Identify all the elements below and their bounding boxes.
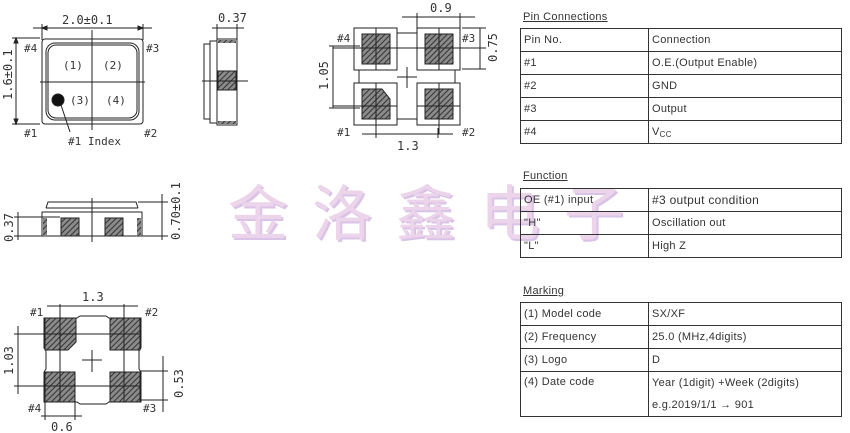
fp-pin-label-2: #2 bbox=[462, 126, 475, 139]
bv-pin-label-4: #4 bbox=[28, 402, 42, 415]
side-view-front bbox=[14, 194, 168, 242]
top-height-dim: 1.6±0.1 bbox=[1, 49, 15, 100]
table-row: #3 Output bbox=[520, 97, 842, 121]
footprint-labels: 0.9 0.75 1.05 1.3 #1 #2 #3 #4 bbox=[317, 1, 500, 153]
footprint-pitch-v-dim: 1.05 bbox=[317, 61, 331, 90]
header-pin-no: Pin No. bbox=[520, 28, 649, 52]
table-header-row: OE (#1) input #3 output condition bbox=[520, 188, 842, 212]
pin-connections-table: Pin No. Connection #1 O.E.(Output Enable… bbox=[520, 28, 842, 144]
table-row: (1) Model code SX/XF bbox=[520, 302, 842, 326]
side-view-right bbox=[202, 24, 248, 126]
quadrant-label-3: (3) bbox=[70, 94, 90, 107]
quadrant-label-2: (2) bbox=[103, 59, 123, 72]
bottom-pad-h-dim: 0.53 bbox=[172, 369, 186, 398]
footprint-width-dim: 0.9 bbox=[430, 1, 452, 15]
table-row: #4 VCC bbox=[520, 120, 842, 144]
fp-pin-label-3: #3 bbox=[462, 32, 475, 45]
table-row: "L" High Z bbox=[520, 234, 842, 258]
table-row: #1 O.E.(Output Enable) bbox=[520, 51, 842, 75]
quadrant-label-1: (1) bbox=[63, 59, 83, 72]
footprint-view bbox=[329, 13, 486, 138]
bottom-pitch-v-dim: 1.03 bbox=[2, 346, 16, 375]
pin-label-1: #1 bbox=[24, 127, 37, 140]
pin-label-4: #4 bbox=[24, 42, 38, 55]
front-height-dim: 0.70±0.1 bbox=[169, 182, 183, 240]
marking-table: (1) Model code SX/XF (2) Frequency 25.0 … bbox=[520, 302, 842, 417]
table-row: (3) Logo D bbox=[520, 348, 842, 372]
table-row: #2 GND bbox=[520, 74, 842, 98]
side-thickness-dim: 0.37 bbox=[218, 11, 247, 25]
pin-label-3: #3 bbox=[146, 42, 159, 55]
vcc-cell: VCC bbox=[648, 120, 842, 144]
index-label: #1 Index bbox=[68, 135, 121, 148]
bottom-view bbox=[14, 304, 168, 420]
front-left-dim: 0.37 bbox=[2, 213, 16, 242]
bottom-view-labels: 1.3 1.03 0.53 0.6 #1 #2 #3 #4 bbox=[2, 290, 186, 433]
function-title: Function bbox=[523, 170, 568, 182]
pin-connections-title: Pin Connections bbox=[523, 11, 608, 23]
header-output-condition: #3 output condition bbox=[648, 188, 842, 212]
quadrant-label-4: (4) bbox=[106, 94, 126, 107]
table-row: "H" Oscillation out bbox=[520, 211, 842, 235]
function-table: OE (#1) input #3 output condition "H" Os… bbox=[520, 188, 842, 258]
header-connection: Connection bbox=[648, 28, 842, 52]
marking-title: Marking bbox=[523, 285, 565, 297]
top-width-dim: 2.0±0.1 bbox=[62, 13, 113, 27]
bv-pin-label-3: #3 bbox=[143, 402, 156, 415]
pin-label-2: #2 bbox=[144, 127, 157, 140]
table-header-row: Pin No. Connection bbox=[520, 28, 842, 52]
fp-pin-label-1: #1 bbox=[337, 126, 350, 139]
bv-pin-label-2: #2 bbox=[145, 306, 158, 319]
bottom-pad-w-dim: 0.6 bbox=[51, 420, 73, 433]
footprint-height-dim: 0.75 bbox=[486, 33, 500, 62]
fp-pin-label-4: #4 bbox=[337, 32, 351, 45]
table-row: (2) Frequency 25.0 (MHz,4digits) bbox=[520, 325, 842, 349]
top-view bbox=[12, 24, 152, 133]
table-row: (4) Date code Year (1digit) +Week (2digi… bbox=[520, 371, 842, 417]
footprint-pitch-h-dim: 1.3 bbox=[397, 139, 419, 153]
header-oe-input: OE (#1) input bbox=[520, 188, 649, 212]
top-view-labels: 2.0±0.1 1.6±0.1 #1 #2 #3 #4 (1) (2) (3) … bbox=[1, 13, 159, 148]
bv-pin-label-1: #1 bbox=[30, 306, 43, 319]
bottom-pitch-h-dim: 1.3 bbox=[82, 290, 104, 304]
